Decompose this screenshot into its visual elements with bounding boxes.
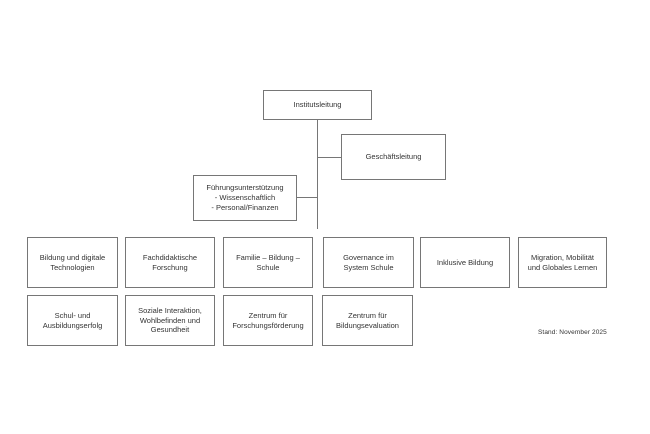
org-box-migration-mobilitaet-globales-lernen: Migration, Mobilität und Globales Lernen <box>518 237 607 288</box>
org-box-bildung-und-digitale-technologien: Bildung und digitale Technologien <box>27 237 118 288</box>
org-box-zentrum-fuer-bildungsevaluation: Zentrum für Bildungsevaluation <box>322 295 413 346</box>
org-box-label: Bildung und digitale Technologien <box>39 252 106 272</box>
connector-root-vertical <box>317 120 318 229</box>
org-box-inklusive-bildung: Inklusive Bildung <box>420 237 510 288</box>
org-box-label: Führungsunterstützung - Wissenschaftlich… <box>206 183 284 212</box>
org-box-label: Inklusive Bildung <box>436 257 494 267</box>
connector-to-geschaeftsleitung <box>317 157 341 158</box>
org-box-label: Migration, Mobilität und Globales Lernen <box>527 252 598 272</box>
org-box-label: Fachdidaktische Forschung <box>142 252 198 272</box>
org-box-label: Soziale Interaktion, Wohlbefinden und Ge… <box>138 305 202 335</box>
org-box-governance-im-system-schule: Governance im System Schule <box>323 237 414 288</box>
org-box-label: Zentrum für Forschungsförderung <box>232 310 304 330</box>
date-footnote: Stand: November 2025 <box>538 329 607 336</box>
org-box-familie-bildung-schule: Familie – Bildung – Schule <box>223 237 313 288</box>
connector-to-fuehrungsunterstuetzung <box>297 197 317 198</box>
org-box-label: Geschäftsleitung <box>365 152 422 162</box>
org-box-geschaeftsleitung: Geschäftsleitung <box>341 134 446 180</box>
org-box-label: Governance im System Schule <box>343 252 394 272</box>
org-box-label: Institutsleitung <box>293 100 342 110</box>
org-box-label: Zentrum für Bildungsevaluation <box>336 310 399 330</box>
org-box-label: Schul- und Ausbildungserfolg <box>42 310 103 330</box>
org-box-schul-und-ausbildungserfolg: Schul- und Ausbildungserfolg <box>27 295 118 346</box>
org-box-fachdidaktische-forschung: Fachdidaktische Forschung <box>125 237 215 288</box>
org-box-zentrum-fuer-forschungsfoerderung: Zentrum für Forschungsförderung <box>223 295 313 346</box>
org-box-soziale-interaktion-wohlbefinden-gesundheit: Soziale Interaktion, Wohlbefinden und Ge… <box>125 295 215 346</box>
org-box-fuehrungsunterstuetzung: Führungsunterstützung - Wissenschaftlich… <box>193 175 297 221</box>
org-box-label: Familie – Bildung – Schule <box>236 252 300 272</box>
org-box-institutsleitung: Institutsleitung <box>263 90 372 120</box>
